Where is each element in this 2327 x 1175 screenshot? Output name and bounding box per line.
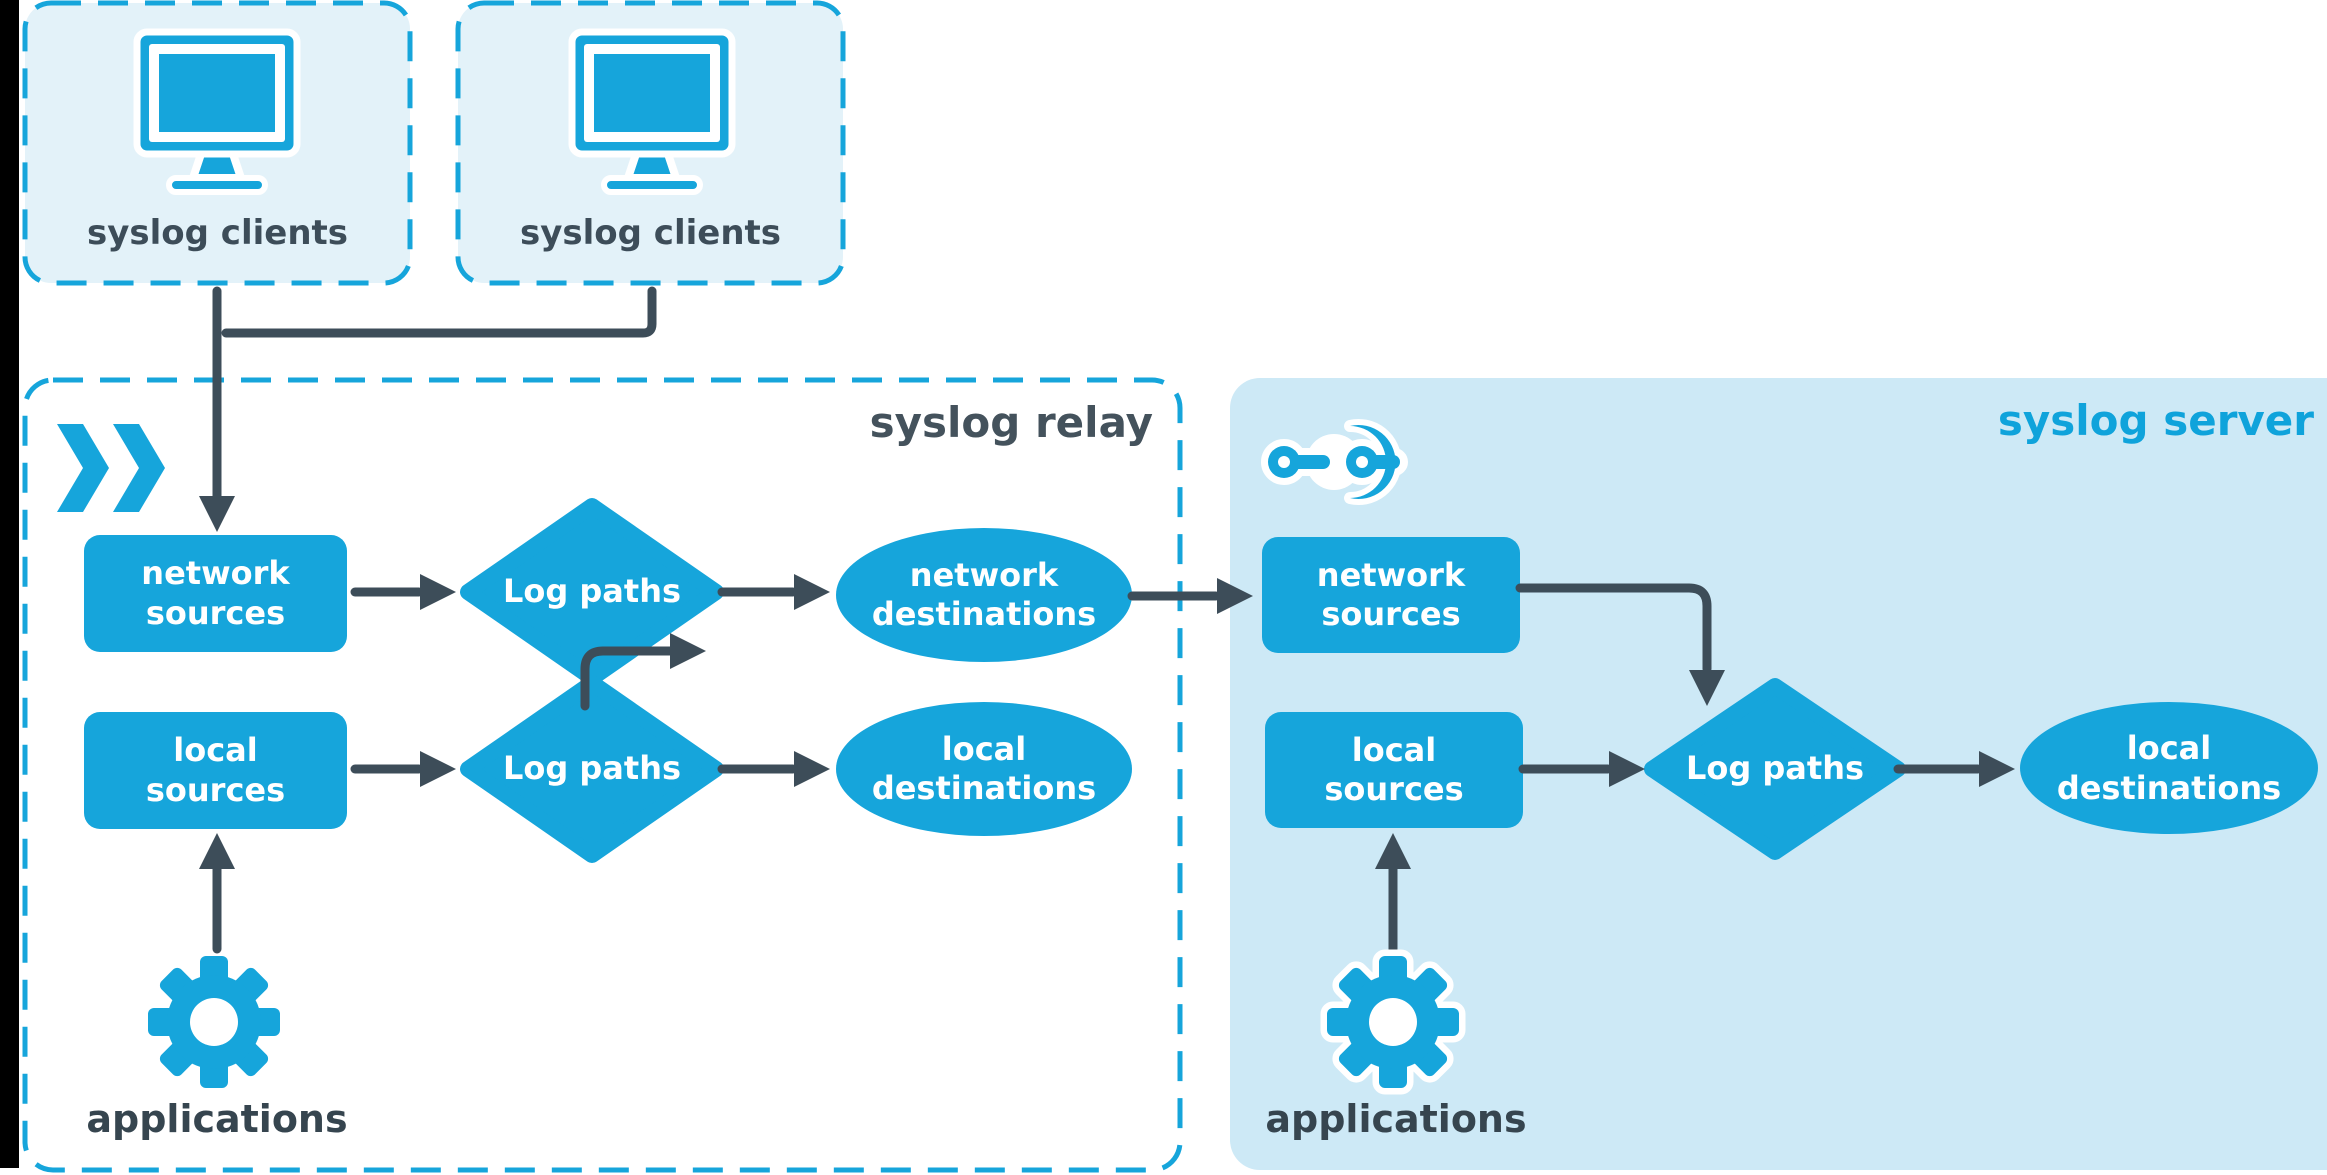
- gear-icon-hole: [1369, 998, 1417, 1046]
- relay-log-paths-bottom-shape: [460, 675, 724, 863]
- relay-arrowheads: [199, 574, 1253, 869]
- client-connectors: [212, 286, 657, 502]
- server-local-destinations-shape: [2020, 702, 2318, 834]
- server-local-sources-shape: [1265, 712, 1523, 828]
- relay-network-destinations-shape: [836, 528, 1132, 662]
- relay-local-sources-shape: [84, 712, 347, 829]
- black-edge-strip: [0, 0, 19, 1168]
- server-connectors: [1388, 583, 1983, 954]
- gear-icon-hole: [190, 998, 238, 1046]
- relay-connectors: [212, 587, 1221, 954]
- server-network-sources-shape: [1262, 537, 1520, 653]
- relay-network-sources-shape: [84, 535, 347, 652]
- fast-forward-icon: [57, 424, 165, 512]
- relay-local-destinations-shape: [836, 702, 1132, 836]
- server-arrowheads: [1375, 670, 2015, 869]
- arrowhead-clients-to-network-sources: [199, 496, 235, 532]
- relay-log-paths-top-shape: [460, 498, 724, 686]
- junction-icon: [1261, 419, 1408, 505]
